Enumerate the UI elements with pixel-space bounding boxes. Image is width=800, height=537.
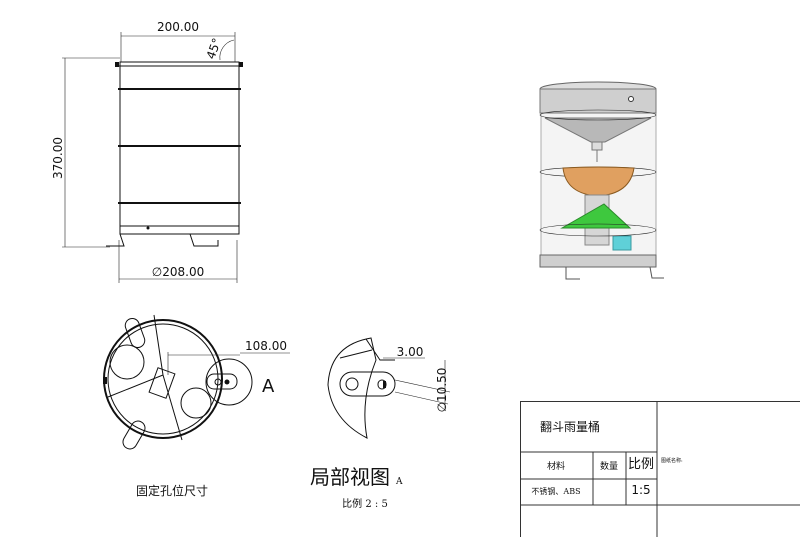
detail-view-suffix: A xyxy=(395,477,403,487)
front-view: 200.00 45° 370.00 ∅208.00 xyxy=(51,20,243,283)
detail-view: 3.00 ∅10.50 局部视图 A 比例 2 : 5 xyxy=(310,337,451,510)
detail-marker: A xyxy=(262,376,275,397)
scale-header: 比例 xyxy=(628,457,654,472)
title-block-name: 翻斗雨量桶 xyxy=(540,419,600,434)
detail-view-title: 局部视图 xyxy=(310,465,390,489)
body-rings xyxy=(118,88,241,204)
title-block: 翻斗雨量桶 材料 数量 比例 图纸名称: 不锈钢、ABS 1:5 xyxy=(520,401,800,537)
detail-view-scale: 比例 2 : 5 xyxy=(342,497,388,510)
scale-value: 1:5 xyxy=(631,483,650,497)
product-render xyxy=(539,81,664,280)
material-header: 材料 xyxy=(547,460,565,472)
quantity-header: 数量 xyxy=(600,460,618,472)
dim-diameter: ∅208.00 xyxy=(152,265,204,279)
dim-height: 370.00 xyxy=(51,137,65,179)
drawing-name-label: 图纸名称: xyxy=(661,457,683,464)
material-value: 不锈钢、ABS xyxy=(531,486,580,496)
bottom-view: 108.00 A 固定孔位尺寸 xyxy=(103,314,290,498)
dim-slot: 3.00 xyxy=(397,345,424,359)
dim-angle: 45° xyxy=(204,36,224,61)
dim-radius: 108.00 xyxy=(245,339,287,353)
dim-width: 200.00 xyxy=(157,20,199,34)
dim-hole: ∅10.50 xyxy=(435,368,449,413)
bottom-view-caption: 固定孔位尺寸 xyxy=(136,483,208,498)
